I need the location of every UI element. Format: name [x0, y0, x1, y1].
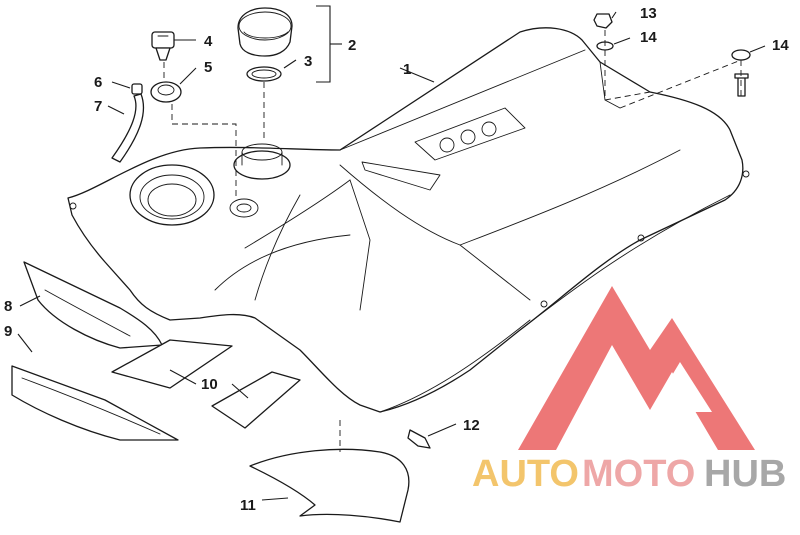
fuel-valve — [151, 31, 175, 61]
group-bracket-2 — [316, 5, 331, 83]
insulation-pad-11 — [249, 448, 410, 523]
logo-triangle-outer — [518, 286, 755, 450]
logo-text-moto: MOTO — [582, 453, 695, 495]
callout-12: 12 — [463, 417, 480, 434]
callout-8: 8 — [4, 298, 12, 315]
callout-labels: 1 2 3 4 5 6 7 8 9 10 11 12 13 14 14 — [4, 5, 789, 514]
callout-2: 2 — [348, 37, 356, 54]
callout-11: 11 — [240, 497, 256, 514]
filler-gasket — [246, 66, 282, 82]
callout-13: 13 — [640, 5, 657, 22]
fuel-tank-body — [67, 27, 750, 413]
insulation-pad-10 — [111, 339, 301, 429]
heat-shield-8 — [23, 261, 163, 349]
callout-14-right: 14 — [772, 37, 789, 54]
callout-1: 1 — [403, 61, 411, 78]
automotohub-logo: AUTO MOTO HUB — [472, 286, 786, 495]
retaining-clip — [407, 429, 431, 449]
logo-triangle-inner — [598, 372, 646, 412]
callout-7: 7 — [94, 98, 102, 115]
logo-text-hub: HUB — [704, 453, 786, 495]
heat-shield-9 — [11, 365, 179, 441]
callout-6: 6 — [94, 74, 102, 91]
callout-9: 9 — [4, 323, 12, 340]
logo-triangle-inner-2 — [650, 362, 712, 412]
callout-14-left: 14 — [640, 29, 657, 46]
leader-lines — [17, 5, 766, 501]
callout-10: 10 — [201, 376, 218, 393]
logo-text-auto: AUTO — [472, 453, 579, 495]
callout-5: 5 — [204, 59, 212, 76]
vent-grommet — [150, 81, 182, 103]
callout-3: 3 — [304, 53, 312, 70]
callout-4: 4 — [204, 33, 213, 50]
hose-clamp — [131, 83, 143, 95]
fuel-cap — [237, 7, 293, 57]
vent-hose — [111, 93, 145, 163]
